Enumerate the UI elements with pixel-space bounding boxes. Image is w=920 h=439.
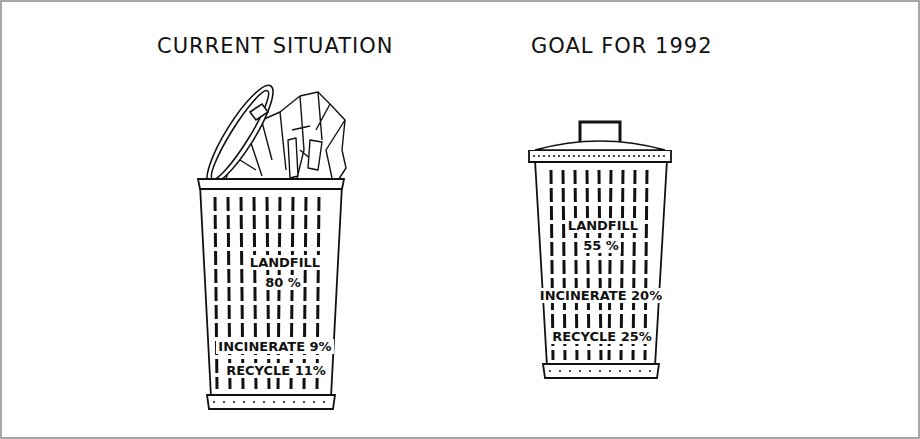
can-rib: [241, 197, 243, 389]
share-label-box: INCINERATE 9%: [205, 337, 345, 357]
share-label-box: LANDFILL 55 %: [561, 216, 643, 256]
can-rib: [317, 197, 319, 389]
rim-ridges: [533, 155, 667, 157]
can-rib: [267, 197, 269, 389]
lid-disc: [197, 78, 282, 191]
lid-handle: [580, 122, 620, 142]
can-rib: [215, 197, 217, 389]
can-body: [535, 160, 667, 366]
can-rib: [278, 197, 280, 389]
column-heading: CURRENT SITUATION: [157, 34, 393, 58]
rim-dots: [213, 401, 329, 403]
open-lid: [197, 78, 282, 191]
trash-can-outline: [195, 175, 345, 415]
share-label: INCINERATE 20%: [538, 288, 664, 303]
can-top-rim: [529, 150, 671, 162]
lid-rim: [205, 86, 275, 184]
column-heading: GOAL FOR 1992: [531, 34, 713, 58]
share-label: LANDFILL 55 %: [566, 218, 638, 253]
share-label-box: RECYCLE 11%: [209, 361, 343, 381]
trash-can-outline: [525, 150, 675, 382]
share-label-box: LANDFILL 80 %: [243, 253, 325, 293]
share-label: LANDFILL 80 %: [248, 255, 320, 290]
can-top-rim: [198, 179, 344, 189]
trash-can: LANDFILL 80 % INCINERATE 9% RECYCLE 11%: [195, 175, 345, 415]
lid-handle: [250, 104, 268, 120]
share-label: RECYCLE 25%: [550, 329, 654, 344]
share-label: RECYCLE 11%: [224, 363, 328, 378]
can-rib: [304, 197, 306, 389]
share-label-box: INCINERATE 20%: [529, 286, 673, 306]
can-rib: [291, 197, 293, 389]
can-rib: [228, 197, 230, 389]
can-body: [200, 185, 342, 397]
trash-can: LANDFILL 55 % INCINERATE 20% RECYCLE 25%: [525, 150, 675, 382]
closed-lid: [535, 122, 665, 150]
bottle: [288, 138, 298, 178]
share-label-box: RECYCLE 25%: [539, 327, 665, 347]
can-rib: [254, 197, 256, 389]
lid-dome: [535, 141, 665, 150]
share-label: INCINERATE 9%: [216, 339, 333, 354]
carton: [308, 140, 322, 170]
can-bottom-rim: [207, 395, 335, 409]
can-bottom-rim: [543, 364, 659, 378]
rim-dots: [549, 370, 653, 372]
